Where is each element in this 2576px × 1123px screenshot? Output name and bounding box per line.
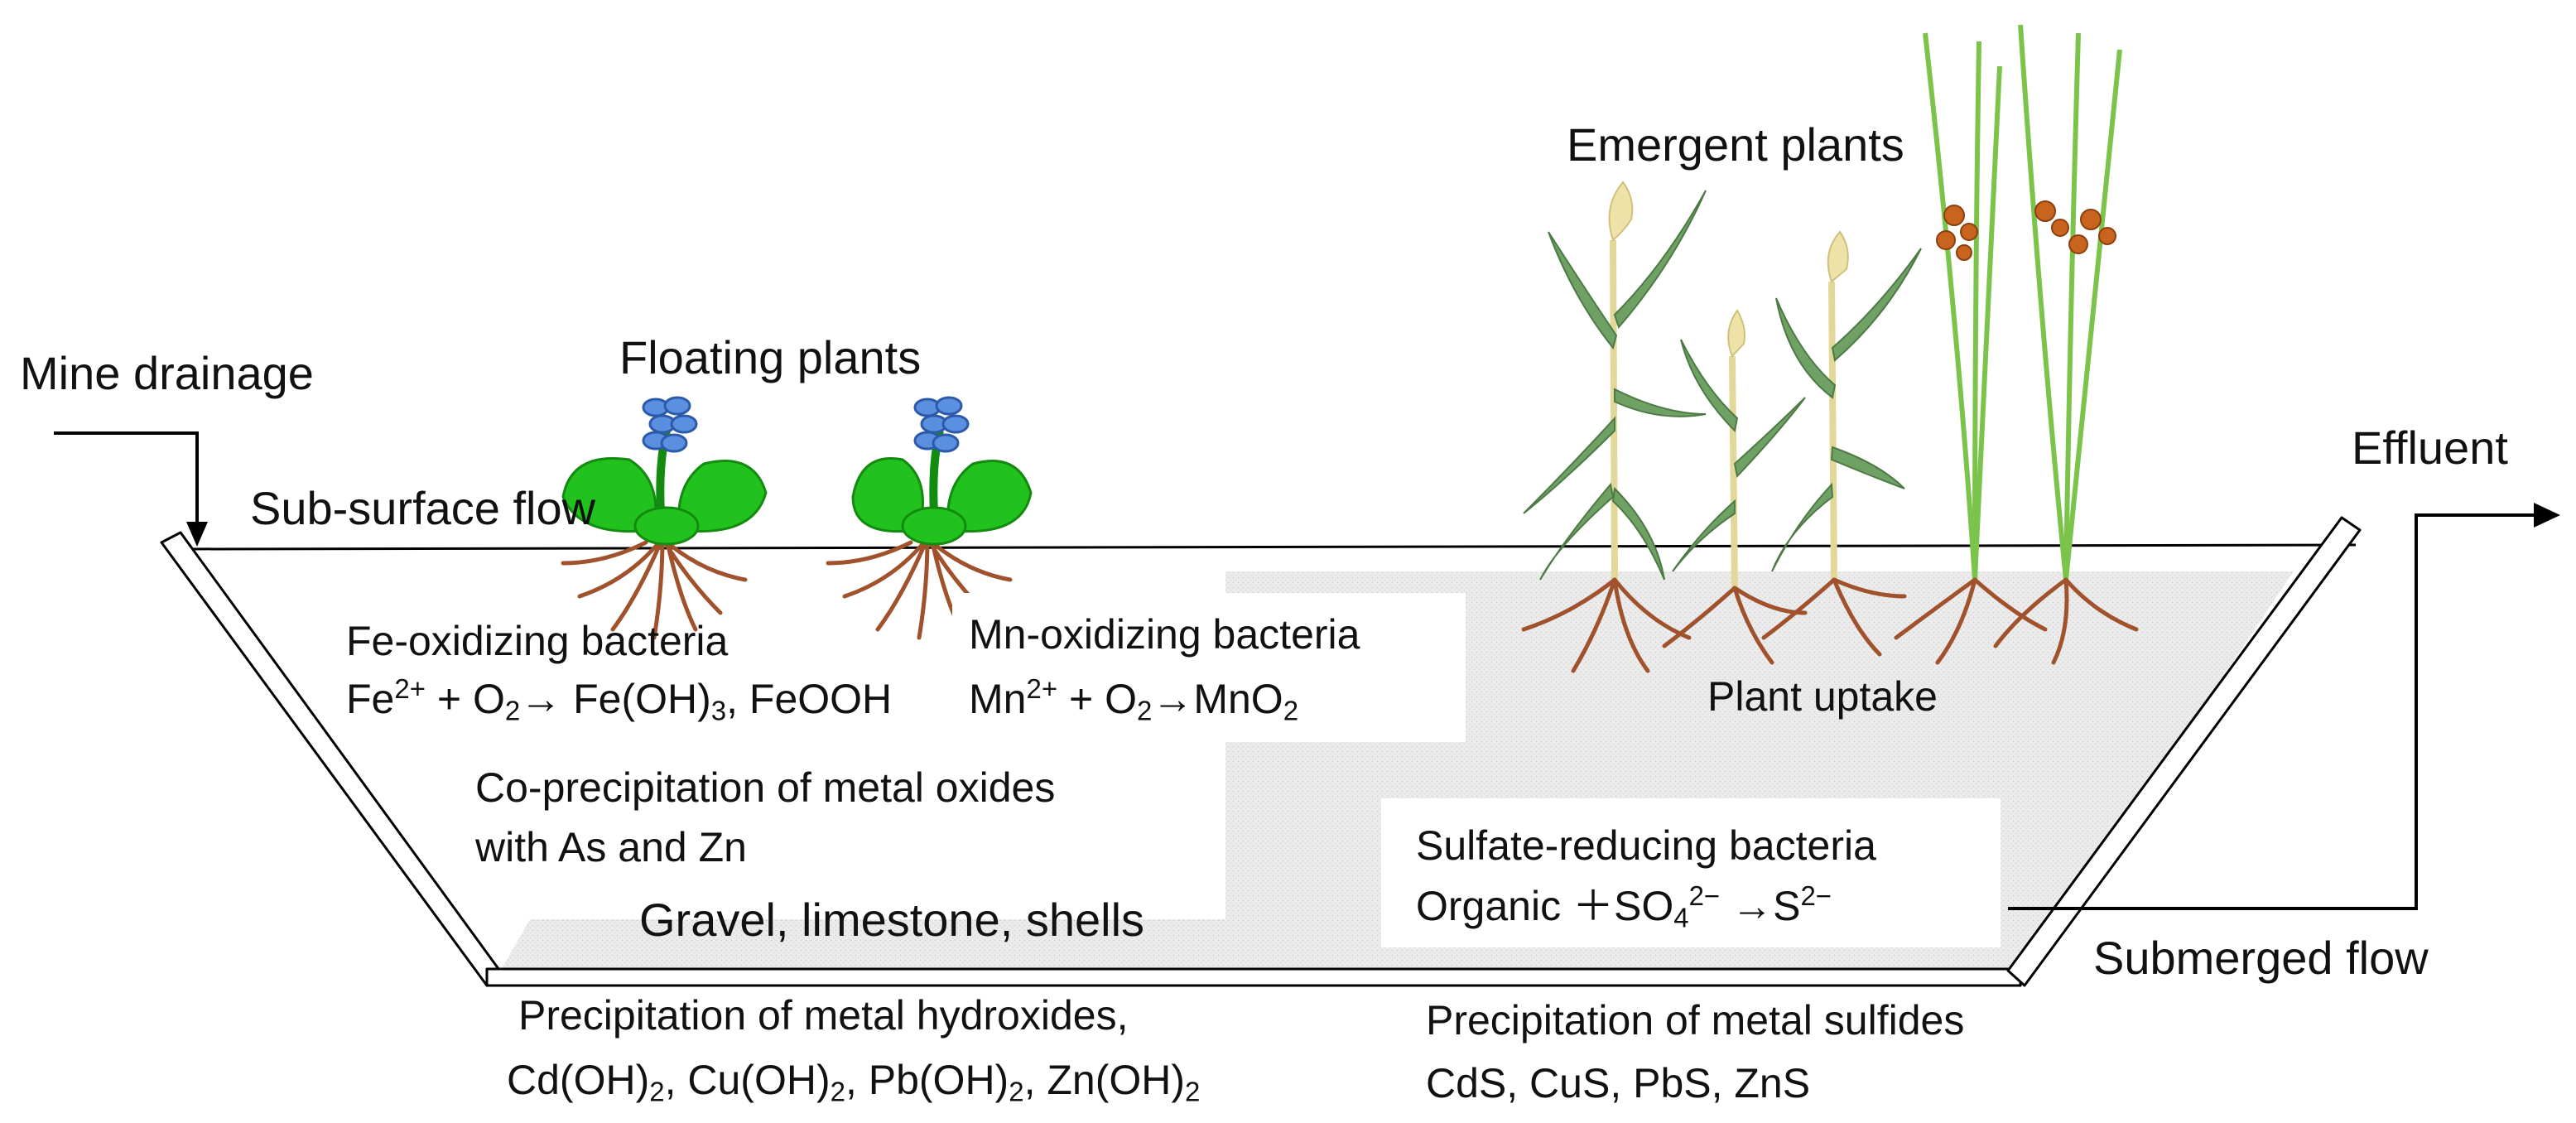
coprecipitation-line2: with As and Zn <box>475 824 747 870</box>
fe-bacteria-title: Fe-oxidizing bacteria <box>346 618 729 664</box>
basin-floor <box>485 967 2022 987</box>
floating-plant-1-roots <box>561 536 748 640</box>
floating-plants-label: Floating plants <box>619 331 922 383</box>
hydroxides-line1: Precipitation of metal hydroxides, <box>518 992 1129 1039</box>
effluent-label: Effluent <box>2352 422 2508 474</box>
mine-drainage-label: Mine drainage <box>20 347 314 399</box>
sulfate-box <box>1381 798 2001 947</box>
sulfate-equation: Organic ＋SO42− →S2− <box>1416 880 1832 933</box>
emergent-rushes <box>1894 24 2139 665</box>
plant-uptake-label: Plant uptake <box>1707 673 1938 720</box>
fe-bacteria-equation: Fe2+ + O2→ Fe(OH)3, FeOOH <box>346 672 893 726</box>
mn-bacteria-equation: Mn2+ + O2→MnO2 <box>969 672 1299 726</box>
basin <box>160 516 2362 987</box>
floating-plant-1 <box>561 396 768 640</box>
mn-bacteria-box <box>952 593 1466 742</box>
sulfides-line2: CdS, CuS, PbS, ZnS <box>1426 1060 1811 1106</box>
sulfate-title: Sulfate-reducing bacteria <box>1416 822 1876 869</box>
water-surface <box>183 543 2357 551</box>
hydroxides-line2: Cd(OH)2, Cu(OH)2, Pb(OH)2, Zn(OH)2 <box>507 1057 1201 1107</box>
gravel-label: Gravel, limestone, shells <box>639 894 1145 946</box>
sulfides-line1: Precipitation of metal sulfides <box>1426 997 1965 1043</box>
outlet-arrow <box>2008 503 2560 910</box>
basin-left-wall <box>160 531 505 987</box>
mn-bacteria-title: Mn-oxidizing bacteria <box>969 611 1360 658</box>
coprecipitation-line1: Co-precipitation of metal oxides <box>475 764 1056 811</box>
basin-right-wall <box>2006 516 2362 987</box>
submerged-flow-label: Submerged flow <box>2093 932 2429 984</box>
emergent-reeds <box>1521 181 1922 673</box>
inlet-arrow <box>54 431 208 547</box>
sub-surface-flow-label: Sub-surface flow <box>250 482 596 534</box>
floating-plant-2 <box>826 396 1033 640</box>
emergent-plants-label: Emergent plants <box>1567 118 1904 171</box>
